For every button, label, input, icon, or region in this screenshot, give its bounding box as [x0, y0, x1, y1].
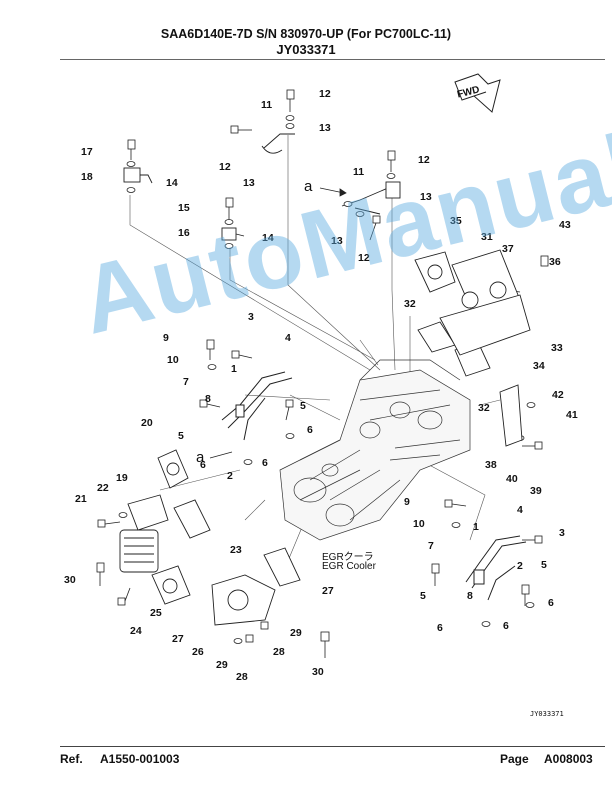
upper-tube-assembly — [123, 133, 401, 241]
callout-4: 4 — [517, 504, 523, 516]
reference-a: a a — [196, 178, 347, 466]
callout-29: 29 — [216, 659, 228, 671]
callout-32: 32 — [404, 298, 416, 310]
callout-30: 30 — [64, 574, 76, 586]
callout-29: 29 — [290, 627, 302, 639]
header-divider — [60, 59, 605, 60]
callout-5: 5 — [178, 430, 184, 442]
callout-14: 14 — [262, 232, 274, 244]
egr-caption-jp: EGRクーラ — [322, 552, 374, 563]
callout-28: 28 — [273, 646, 285, 658]
callout-7: 7 — [183, 376, 189, 388]
callout-41: 41 — [566, 409, 578, 421]
fwd-arrow-icon — [454, 73, 501, 113]
label-a: a — [304, 178, 313, 195]
callout-12: 12 — [219, 161, 231, 173]
callout-14: 14 — [166, 177, 178, 189]
page-value: A008003 — [544, 752, 593, 766]
drawing-number: JY033371 — [276, 42, 336, 57]
drawing-id: JY033371 — [530, 710, 564, 718]
callout-6: 6 — [503, 620, 509, 632]
callout-4: 4 — [285, 332, 291, 344]
callout-22: 22 — [97, 482, 109, 494]
callout-38: 38 — [485, 459, 497, 471]
callout-8: 8 — [467, 590, 473, 602]
callout-20: 20 — [141, 417, 153, 429]
footer-divider — [60, 746, 605, 748]
callout-24: 24 — [130, 625, 142, 637]
callout-5: 5 — [420, 590, 426, 602]
callout-13: 13 — [420, 191, 432, 203]
callout-31: 31 — [481, 231, 493, 243]
page-label: Page — [500, 752, 529, 766]
callout-27: 27 — [322, 585, 334, 597]
callout-43: 43 — [559, 219, 571, 231]
egr-caption-en: EGR Cooler — [322, 561, 376, 572]
callout-17: 17 — [81, 146, 93, 158]
callout-37: 37 — [502, 243, 514, 255]
callout-6: 6 — [200, 459, 206, 471]
callout-32: 32 — [478, 402, 490, 414]
callout-9: 9 — [163, 332, 169, 344]
egr-valve — [119, 494, 169, 573]
leader-lines — [129, 135, 501, 581]
callout-10: 10 — [413, 518, 425, 530]
callout-11: 11 — [261, 99, 272, 111]
callout-13: 13 — [243, 177, 255, 189]
callout-6: 6 — [307, 424, 313, 436]
engine-block — [279, 359, 471, 541]
ref-label: Ref. — [60, 752, 83, 766]
callout-42: 42 — [552, 389, 564, 401]
callout-18: 18 — [81, 171, 93, 183]
callout-11: 11 — [353, 166, 364, 178]
callout-6: 6 — [262, 457, 268, 469]
callout-39: 39 — [530, 485, 542, 497]
callout-10: 10 — [167, 354, 179, 366]
callout-21: 21 — [75, 493, 87, 505]
callout-35: 35 — [450, 215, 462, 227]
callout-23: 23 — [230, 544, 242, 556]
callout-8: 8 — [205, 393, 211, 405]
callout-6: 6 — [548, 597, 554, 609]
callout-12: 12 — [358, 252, 370, 264]
gasket-plates — [151, 249, 531, 626]
callout-15: 15 — [178, 202, 190, 214]
callout-7: 7 — [428, 540, 434, 552]
callout-30: 30 — [312, 666, 324, 678]
ref-value: A1550-001003 — [100, 752, 180, 766]
callout-36: 36 — [549, 256, 561, 268]
callout-3: 3 — [559, 527, 565, 539]
callout-13: 13 — [331, 235, 343, 247]
callout-19: 19 — [116, 472, 128, 484]
callout-13: 13 — [319, 122, 331, 134]
callout-12: 12 — [319, 88, 331, 100]
callout-34: 34 — [533, 360, 545, 372]
callout-25: 25 — [150, 607, 162, 619]
svg-text:a: a — [196, 449, 205, 466]
page-title: SAA6D140E-7D S/N 830970-UP (For PC700LC-… — [160, 27, 452, 41]
callout-2: 2 — [227, 470, 233, 482]
callout-1: 1 — [473, 521, 479, 533]
callout-5: 5 — [541, 559, 547, 571]
lower-tube-assembly — [221, 371, 527, 601]
callout-3: 3 — [248, 311, 254, 323]
callout-33: 33 — [551, 342, 563, 354]
callout-16: 16 — [178, 227, 190, 239]
callout-40: 40 — [506, 473, 518, 485]
callout-26: 26 — [192, 646, 204, 658]
callout-27: 27 — [172, 633, 184, 645]
callout-6: 6 — [437, 622, 443, 634]
callout-12: 12 — [418, 154, 430, 166]
callout-1: 1 — [231, 363, 237, 375]
bolt-icons — [96, 89, 549, 658]
callout-5: 5 — [300, 400, 306, 412]
callout-28: 28 — [236, 671, 248, 683]
callout-9: 9 — [404, 496, 410, 508]
callout-2: 2 — [517, 560, 523, 572]
